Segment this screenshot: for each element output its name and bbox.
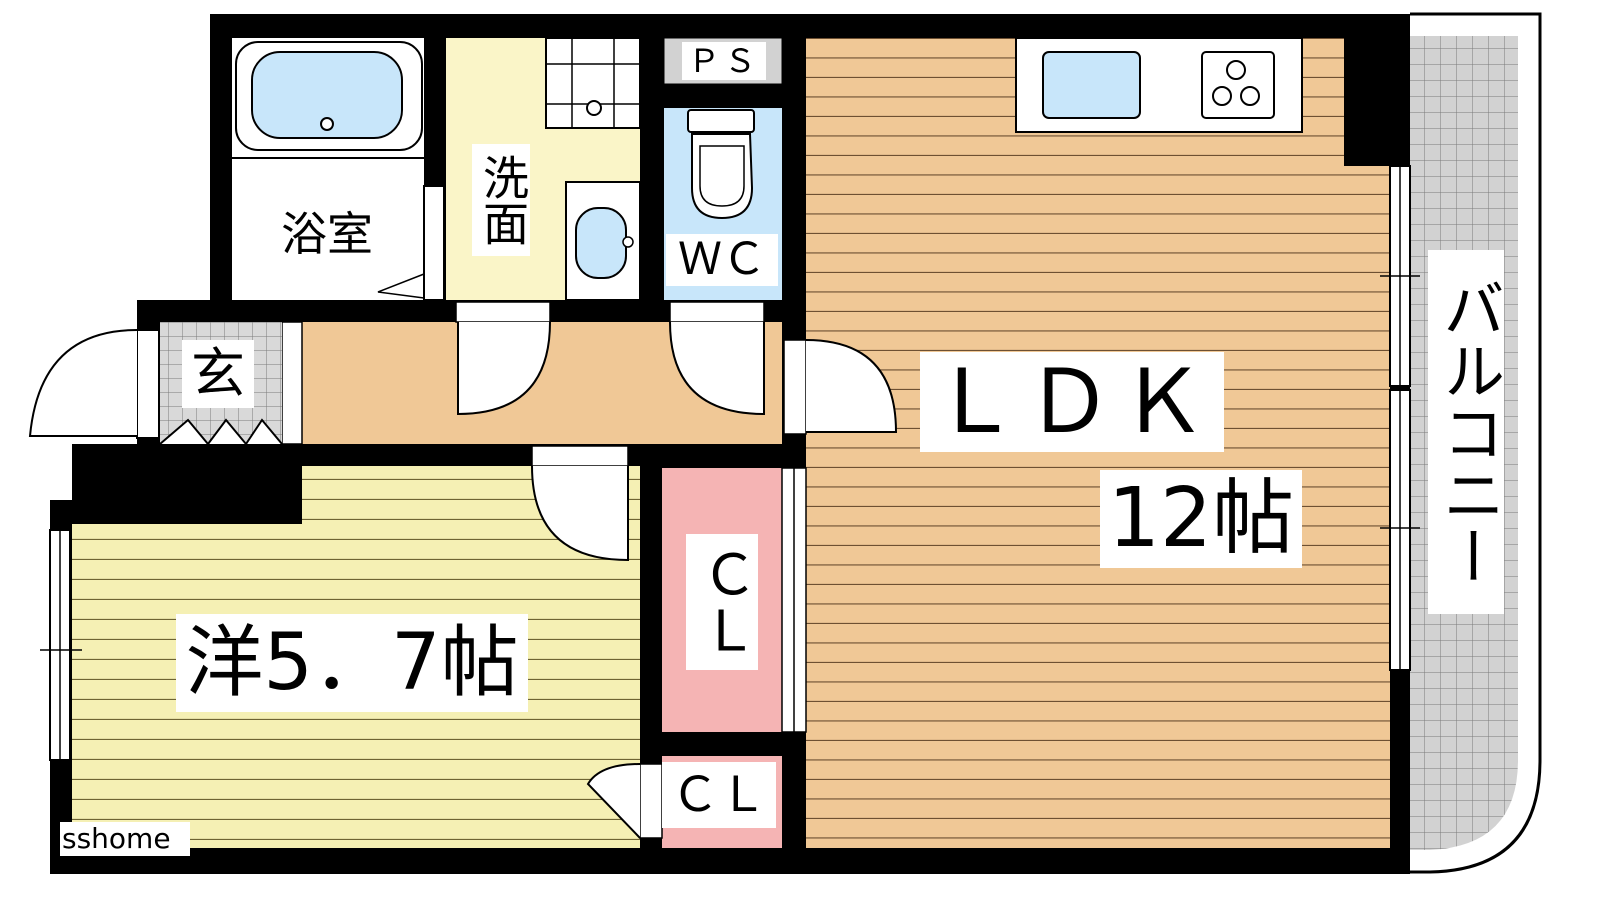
kitchen-sink: [1042, 51, 1141, 119]
label-balcony: バルコニー: [1428, 250, 1505, 614]
wc-door-leaf: [669, 301, 765, 323]
watermark: sshome: [60, 822, 190, 856]
toilet-seat: [699, 145, 745, 207]
label-closet-small: ＣＬ: [662, 762, 776, 828]
closet-small-door: [639, 763, 663, 839]
bath-door: [423, 185, 445, 301]
bath-door-swing: [377, 273, 425, 299]
burner-icon: [1240, 86, 1260, 106]
washroom-door-swing: [457, 321, 551, 416]
burner-icon: [1226, 60, 1246, 80]
label-ldk: ＬＤＫ: [920, 352, 1224, 452]
label-toilet: ＷＣ: [666, 234, 778, 286]
western-door-leaf: [531, 445, 629, 467]
ldk-column: [1344, 38, 1410, 166]
balcony-rail: [1410, 12, 1542, 874]
ldk-door-leaf: [783, 339, 807, 435]
western-notch-wall: [72, 444, 302, 524]
drain-icon: [586, 100, 602, 116]
entrance-door-frame: [136, 329, 160, 439]
vanity-basin: [575, 207, 627, 279]
entrance-door-swing: [28, 329, 138, 437]
label-western-room: 洋5．7帖: [176, 614, 528, 712]
bathtub-basin: [251, 51, 403, 139]
label-pipe-shaft: ＰＳ: [682, 42, 766, 80]
label-closet-tall: ＣＬ: [686, 534, 758, 670]
washroom-door-leaf: [455, 301, 551, 323]
hallway-step: [281, 321, 303, 445]
wc-door-swing: [669, 321, 765, 416]
drain-icon: [320, 117, 334, 131]
label-shoebox: ＳＢ: [192, 472, 248, 500]
label-ldk-size: 12帖: [1100, 470, 1302, 568]
burner-icon: [1212, 86, 1232, 106]
faucet-icon: [622, 236, 634, 248]
western-door-swing: [531, 465, 629, 562]
ldk-door-swing: [805, 339, 898, 433]
shoe-rack-icon: [159, 418, 283, 446]
toilet-bowl: [691, 133, 754, 220]
label-bathroom: 浴室: [268, 208, 386, 260]
label-washroom: 洗面: [472, 144, 530, 256]
label-entrance: 玄: [182, 340, 254, 408]
closet-small-door-swing: [586, 763, 641, 839]
toilet-tank: [687, 109, 755, 133]
